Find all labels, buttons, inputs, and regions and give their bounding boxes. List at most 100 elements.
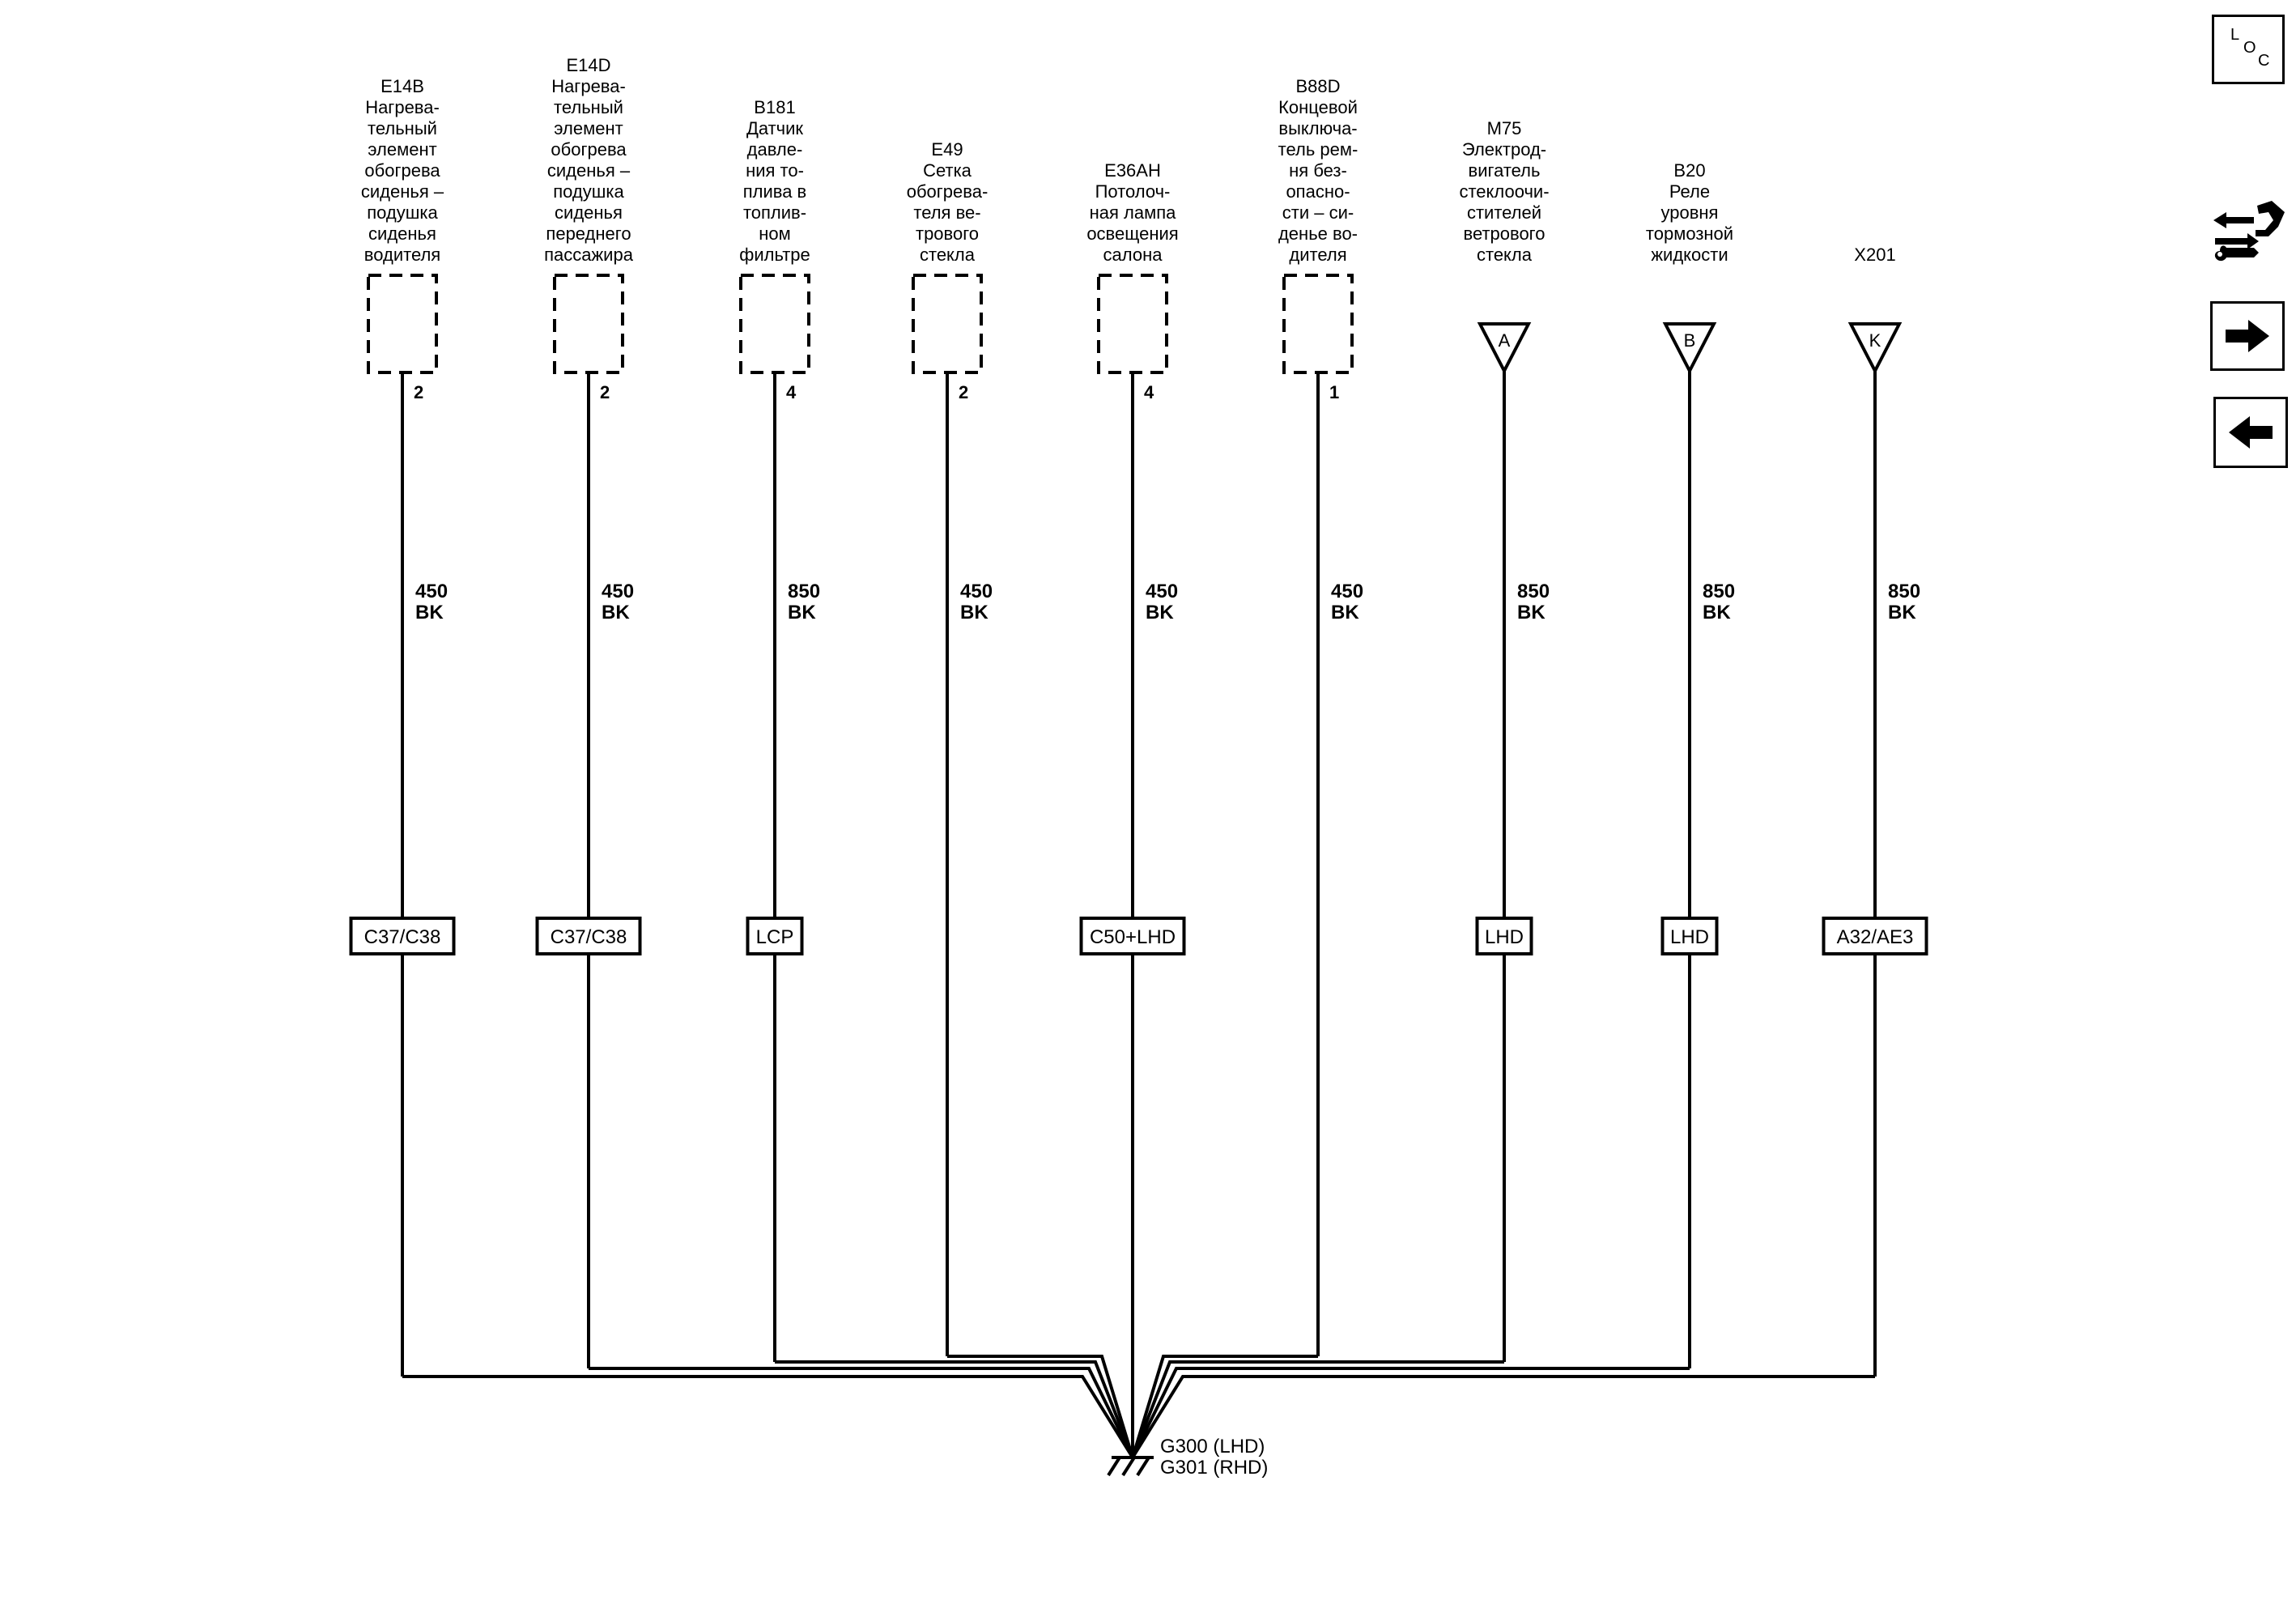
pin-number: 1 bbox=[1329, 382, 1339, 402]
partial-component-box bbox=[1282, 274, 1354, 374]
component-id-label: X201 bbox=[1854, 245, 1895, 265]
option-code: C50+LHD bbox=[1090, 926, 1176, 948]
component-description-line: стекла bbox=[1477, 245, 1533, 265]
option-code: C37/C38 bbox=[364, 926, 441, 948]
wire-gauge: 850 bbox=[788, 581, 820, 602]
option-code-box bbox=[349, 917, 456, 955]
component-id-label: B88D bbox=[1295, 76, 1340, 96]
component-description-line: ветрового bbox=[1464, 223, 1546, 244]
wire-color: BK bbox=[1517, 602, 1546, 623]
component-description-line: тельный bbox=[368, 118, 437, 138]
wire-color: BK bbox=[960, 602, 989, 623]
previous-page-button[interactable] bbox=[2213, 397, 2288, 468]
component-description-line: вигатель bbox=[1469, 160, 1541, 181]
partial-component-box bbox=[553, 274, 624, 374]
ground-bus-segment bbox=[1131, 1360, 1504, 1458]
connector-tool-icon[interactable] bbox=[2209, 194, 2290, 275]
ground-label-rhd: G301 (RHD) bbox=[1160, 1457, 1268, 1479]
component-description-line: элемент bbox=[554, 118, 623, 138]
component-description-line: дителя bbox=[1289, 245, 1346, 265]
component-description-line: уровня bbox=[1661, 202, 1719, 223]
component-description-line: сиденья bbox=[368, 223, 436, 244]
wire-gauge: 850 bbox=[1703, 581, 1735, 602]
wire-color: BK bbox=[1888, 602, 1916, 623]
component-description-line: обогрева- bbox=[907, 181, 989, 202]
partial-component-box bbox=[739, 274, 810, 374]
wire-gauge: 850 bbox=[1517, 581, 1550, 602]
component-description-line: Нагрева- bbox=[365, 97, 440, 117]
component-description-line: обогрева bbox=[551, 139, 627, 160]
wire-color: BK bbox=[1703, 602, 1731, 623]
ground-layer: G300 (LHD)G301 (RHD) bbox=[1107, 1436, 1268, 1479]
component-description-line: подушка bbox=[553, 181, 624, 202]
component-description-line: Потолоч- bbox=[1095, 181, 1171, 202]
component-id-label: E49 bbox=[931, 139, 963, 160]
arrow-left-icon bbox=[2229, 416, 2273, 449]
pin-number: 4 bbox=[1144, 382, 1154, 402]
connector-triangle bbox=[1662, 322, 1717, 375]
component-id-label: M75 bbox=[1487, 118, 1522, 138]
option-code-box bbox=[1822, 917, 1928, 955]
pin-number: 2 bbox=[414, 382, 423, 402]
component-description-line: переднего bbox=[546, 223, 631, 244]
component-id-label: E36AH bbox=[1104, 160, 1161, 181]
component-description-line: ня без- bbox=[1289, 160, 1347, 181]
wire-color: BK bbox=[602, 602, 630, 623]
component-description-line: выключа- bbox=[1278, 118, 1357, 138]
component-id-label: B20 bbox=[1673, 160, 1705, 181]
partial-component-box bbox=[367, 274, 438, 374]
ground-label-lhd: G300 (LHD) bbox=[1160, 1436, 1265, 1457]
component-description-line: фильтре bbox=[739, 245, 810, 265]
loc-letter-o: O bbox=[2243, 39, 2256, 57]
wire-color: BK bbox=[788, 602, 816, 623]
components-layer: E14BНагрева-тельныйэлементобогревасидень… bbox=[349, 55, 1928, 1459]
component-description-line: тель рем- bbox=[1278, 139, 1358, 160]
component-description-line: сти – си- bbox=[1282, 202, 1354, 223]
partial-component-box bbox=[912, 274, 983, 374]
option-code: A32/AE3 bbox=[1837, 926, 1914, 948]
wire-gauge: 450 bbox=[1146, 581, 1178, 602]
component-description-line: Датчик bbox=[746, 118, 803, 138]
component-e14d: E14DНагрева-тельныйэлементобогревасидень… bbox=[535, 55, 1134, 1458]
component-description-line: денье во- bbox=[1278, 223, 1358, 244]
pin-number: 2 bbox=[959, 382, 968, 402]
component-description-line: салона bbox=[1103, 245, 1163, 265]
component-e14b: E14BНагрева-тельныйэлементобогревасидень… bbox=[349, 76, 1134, 1459]
connector-triangle bbox=[1477, 322, 1532, 375]
component-description-line: подушка bbox=[367, 202, 438, 223]
option-code-box bbox=[746, 917, 804, 955]
component-id-label: E14B bbox=[381, 76, 424, 96]
location-button[interactable]: L O C bbox=[2212, 15, 2285, 84]
component-id-label: E14D bbox=[566, 55, 610, 75]
component-description-line: теля ве- bbox=[913, 202, 980, 223]
loc-letter-c: C bbox=[2258, 52, 2269, 70]
wire-color: BK bbox=[415, 602, 444, 623]
partial-component-box bbox=[1097, 274, 1168, 374]
next-page-button[interactable] bbox=[2210, 301, 2285, 371]
component-description-line: водителя bbox=[364, 245, 440, 265]
option-code: C37/C38 bbox=[551, 926, 627, 948]
loc-letter-l: L bbox=[2230, 26, 2239, 44]
option-code: LCP bbox=[756, 926, 794, 948]
connector-triangle bbox=[1847, 322, 1903, 375]
pin-letter: B bbox=[1684, 330, 1696, 351]
pin-number: 4 bbox=[786, 382, 797, 402]
option-code: LHD bbox=[1670, 926, 1709, 948]
component-description-line: обогрева bbox=[364, 160, 440, 181]
component-description-line: ная лампа bbox=[1090, 202, 1177, 223]
component-description-line: освещения bbox=[1086, 223, 1178, 244]
wire-gauge: 450 bbox=[602, 581, 634, 602]
option-code-box bbox=[1660, 917, 1719, 955]
component-description-line: ном bbox=[759, 223, 791, 244]
component-description-line: тельный bbox=[554, 97, 623, 117]
pin-letter: K bbox=[1869, 330, 1881, 351]
option-code-box bbox=[1079, 917, 1186, 955]
component-description-line: Нагрева- bbox=[551, 76, 626, 96]
option-code-box bbox=[535, 917, 642, 955]
ground-bus-segment bbox=[402, 1375, 1134, 1459]
ground-bus-segment bbox=[947, 1355, 1134, 1458]
